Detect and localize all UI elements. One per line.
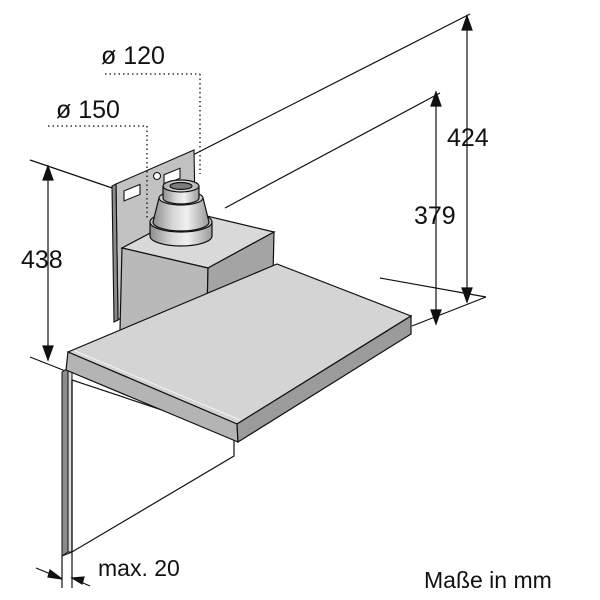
- dimension-arrows: [42, 14, 473, 362]
- duct-leader-lines: [48, 73, 201, 218]
- wall-gap-markers: [35, 552, 91, 588]
- duct-collar: [149, 179, 213, 247]
- wall-outline: [29, 13, 487, 373]
- height-chimney-label: 379: [414, 202, 456, 230]
- duct-large-label: ø 150: [56, 96, 120, 124]
- duct-small-label: ø 120: [101, 42, 165, 70]
- height-total-label: 424: [447, 124, 489, 152]
- wall-backplate: [61, 367, 73, 557]
- hood-canopy: [65, 263, 413, 444]
- wall-gap-label: max. 20: [98, 555, 180, 581]
- height-left-label: 438: [21, 246, 63, 274]
- units-note: Maße in mm: [424, 567, 552, 593]
